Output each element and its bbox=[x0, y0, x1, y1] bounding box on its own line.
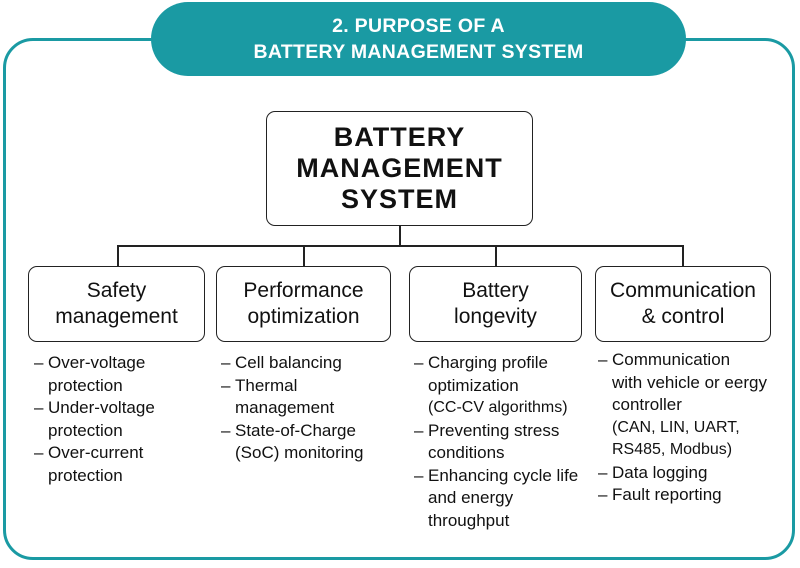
title-banner: 2. PURPOSE OF A BATTERY MANAGEMENT SYSTE… bbox=[151, 2, 686, 76]
category-box-battery-longevity: Battery longevity bbox=[409, 266, 582, 342]
list-item: Under-voltage protection bbox=[34, 397, 209, 442]
category-title-line: Safety bbox=[86, 279, 147, 302]
main-box-line-2: MANAGEMENT bbox=[296, 153, 503, 183]
list-item-text: protection bbox=[48, 375, 123, 395]
list-item: Communication with vehicle or eergy cont… bbox=[598, 349, 783, 462]
list-item: Cell balancing bbox=[221, 352, 401, 375]
performance-optimization-list: Cell balancing Thermal management State-… bbox=[221, 352, 401, 465]
list-item-text: controller bbox=[612, 395, 682, 414]
list-item-text: protection bbox=[48, 420, 123, 440]
list-item-text: Communication bbox=[612, 350, 731, 369]
connector-cat-0 bbox=[117, 245, 119, 266]
list-item: Fault reporting bbox=[598, 484, 783, 507]
list-item-text: Preventing stress bbox=[428, 420, 560, 440]
connector-horizontal bbox=[117, 245, 683, 247]
connector-cat-2 bbox=[495, 245, 497, 266]
main-box-line-3: SYSTEM bbox=[340, 184, 459, 214]
list-item-text: Over-voltage bbox=[48, 353, 146, 372]
list-item: Thermal management bbox=[221, 375, 401, 420]
list-item-text: and energy bbox=[428, 488, 514, 507]
list-item-text: Enhancing cycle life bbox=[428, 465, 579, 485]
connector-cat-3 bbox=[682, 245, 684, 266]
category-title-line: management bbox=[55, 305, 178, 328]
list-item-text: throughput bbox=[428, 510, 510, 530]
category-box-communication-control: Communication & control bbox=[595, 266, 771, 342]
list-item-text: (CAN, LIN, UART, bbox=[612, 418, 740, 436]
category-box-performance-optimization: Performance optimization bbox=[216, 266, 391, 342]
list-item-text: State-of-Charge bbox=[235, 420, 356, 440]
list-item: Over-current protection bbox=[34, 442, 209, 487]
list-item-text: Fault reporting bbox=[612, 485, 722, 504]
category-box-safety-management: Safety management bbox=[28, 266, 205, 342]
category-title-line: Battery bbox=[462, 279, 529, 302]
list-item-text: Data logging bbox=[612, 462, 708, 482]
list-item: Charging profile optimization (CC-CV alg… bbox=[414, 352, 596, 420]
safety-management-list: Over-voltage protection Under-voltage pr… bbox=[34, 352, 209, 487]
title-line-1: 2. PURPOSE OF A bbox=[332, 15, 505, 37]
list-item-text: management bbox=[235, 398, 335, 417]
main-box-line-1: BATTERY bbox=[333, 122, 466, 152]
list-item-text: optimization bbox=[428, 375, 519, 395]
category-title-line: Communication bbox=[610, 279, 756, 302]
battery-longevity-list: Charging profile optimization (CC-CV alg… bbox=[414, 352, 596, 532]
category-title-line: longevity bbox=[454, 305, 537, 328]
communication-control-list: Communication with vehicle or eergy cont… bbox=[598, 349, 783, 507]
connector-cat-1 bbox=[303, 245, 305, 266]
list-item: Enhancing cycle life and energy throughp… bbox=[414, 465, 596, 533]
list-item-text: RS485, Modbus) bbox=[612, 441, 733, 458]
list-item-text: protection bbox=[48, 465, 123, 485]
category-title-line: & control bbox=[641, 305, 725, 328]
list-item-text: Charging profile bbox=[428, 353, 549, 372]
list-item-text: Under-voltage bbox=[48, 398, 155, 417]
list-item-text: with vehicle or eergy bbox=[612, 372, 767, 392]
list-item: Preventing stress conditions bbox=[414, 420, 596, 465]
list-item-text: (CC-CV algorithms) bbox=[428, 399, 568, 416]
list-item-text: (SoC) monitoring bbox=[235, 443, 364, 462]
connector-main-down bbox=[399, 226, 401, 246]
list-item-text: conditions bbox=[428, 443, 505, 462]
category-title-line: Performance bbox=[243, 279, 364, 302]
list-item: Data logging bbox=[598, 462, 783, 485]
list-item-text: Cell balancing bbox=[235, 353, 342, 372]
list-item-text: Thermal bbox=[235, 375, 298, 395]
list-item-text: Over-current bbox=[48, 443, 144, 462]
category-title-line: optimization bbox=[247, 305, 360, 328]
title-line-2: BATTERY MANAGEMENT SYSTEM bbox=[253, 41, 584, 63]
list-item: Over-voltage protection bbox=[34, 352, 209, 397]
list-item: State-of-Charge (SoC) monitoring bbox=[221, 420, 401, 465]
main-box-battery-management-system: BATTERY MANAGEMENT SYSTEM bbox=[266, 111, 533, 226]
